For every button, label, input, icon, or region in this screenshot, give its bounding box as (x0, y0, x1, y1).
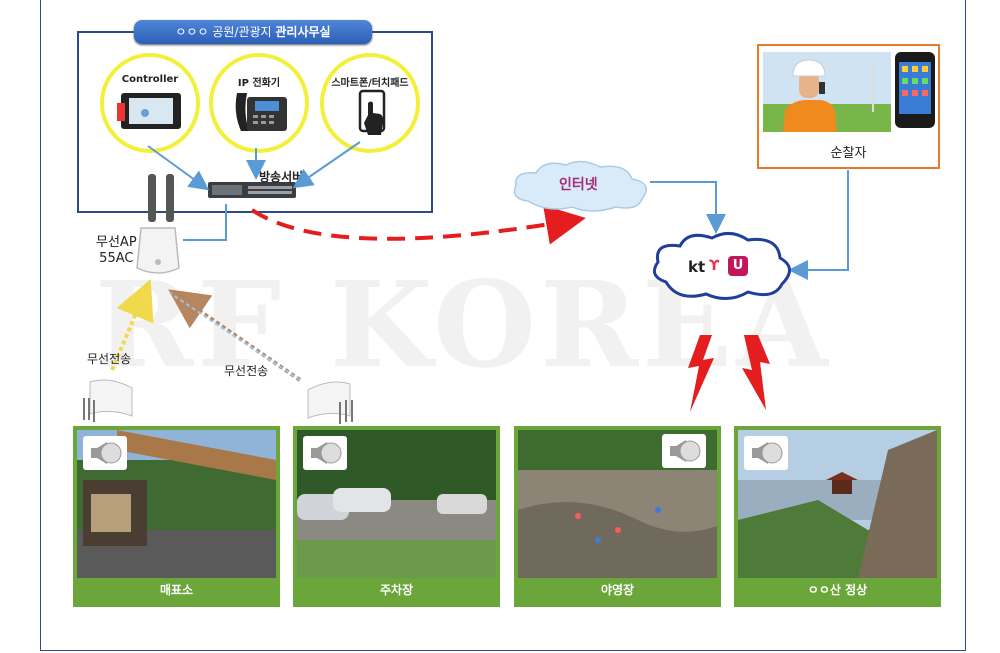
outdoor-wireless-unit-left-icon (80, 378, 140, 424)
patrol-worker-photo (763, 52, 891, 132)
internet-label: 인터넷 (559, 174, 598, 194)
site-speaker-icon (303, 436, 347, 470)
site-label: 매표소 (77, 578, 276, 603)
controller-icon (115, 91, 185, 133)
site-parking-lot: 주차장 (293, 426, 500, 607)
ap-label-line1: 무선AP (96, 235, 137, 251)
smartphone-device: 스마트폰/터치패드 (320, 53, 420, 153)
site-label: 야영장 (518, 578, 717, 603)
smartphone-label: 스마트폰/터치패드 (324, 74, 416, 89)
ip-phone-device: IP 전화기 (209, 53, 309, 153)
site-mountain-summit: ㅇㅇ산 정상 (734, 426, 941, 607)
touch-phone-icon (354, 89, 394, 141)
uplus-logo: U (728, 256, 748, 276)
ap-label-line2: 55AC (96, 251, 137, 267)
site-speaker-icon (83, 436, 127, 470)
site-label: 주차장 (297, 578, 496, 603)
office-title: ㅇㅇㅇ 공원/관광지 관리사무실 (134, 20, 372, 44)
controller-device: Controller (100, 53, 200, 153)
wireless-ap-icon (133, 222, 183, 282)
site-speaker-icon (744, 436, 788, 470)
patrol-box: 순찰자 (757, 44, 940, 169)
ap-antenna-icon (142, 172, 182, 228)
kt-logo: kt (688, 258, 705, 276)
site-ticket-office: 매표소 (73, 426, 280, 607)
kt-symbol-icon: ϒ (709, 258, 723, 274)
office-title-prefix: ㅇㅇㅇ 공원/관광지 (175, 25, 275, 39)
wireless-label-right: 무선전송 (224, 362, 268, 379)
outdoor-wireless-unit-right-icon (300, 380, 360, 426)
ip-phone-icon (231, 87, 291, 137)
broadcast-server-label: 방송서버 (259, 168, 303, 185)
wireless-label-left: 무선전송 (87, 350, 131, 367)
office-title-bold: 관리사무실 (275, 25, 330, 39)
controller-label: Controller (104, 74, 196, 85)
smartphone-icon (893, 50, 937, 130)
carrier-cloud-icon (648, 228, 798, 304)
ap-label: 무선AP 55AC (96, 235, 137, 267)
patrol-label: 순찰자 (759, 142, 938, 161)
site-campground: 야영장 (514, 426, 721, 607)
site-speaker-icon (662, 434, 706, 468)
site-label: ㅇㅇ산 정상 (738, 578, 937, 603)
